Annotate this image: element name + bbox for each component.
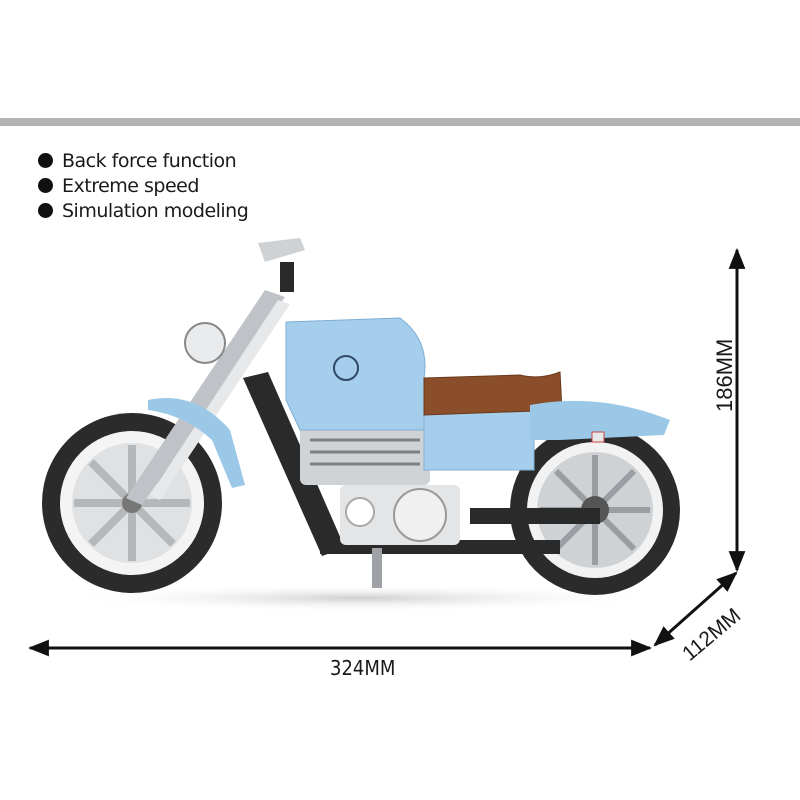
headlight-icon: [184, 322, 226, 364]
seat: [423, 371, 563, 416]
height-label: 186MM: [712, 338, 737, 412]
bullet-dot-icon: [38, 203, 53, 218]
feature-label: Back force function: [62, 149, 237, 172]
bullet-dot-icon: [38, 153, 53, 168]
feature-list: Back force function Extreme speed Simula…: [38, 148, 249, 223]
header-divider-bar: [0, 118, 800, 126]
side-panel: [423, 409, 535, 471]
length-label: 324MM: [330, 656, 396, 680]
rear-fender: [530, 400, 670, 440]
width-dimension-arrow: [653, 571, 738, 647]
feature-item: Extreme speed: [38, 173, 248, 198]
feature-label: Extreme speed: [62, 174, 199, 197]
ground-shadow: [60, 584, 660, 612]
feature-item: Back force function: [38, 148, 248, 173]
tank-emblem-icon: [333, 355, 359, 381]
front-fender: [148, 398, 245, 488]
feature-item: Simulation modeling: [38, 198, 249, 223]
bullet-dot-icon: [38, 178, 53, 193]
tail-light-icon: [591, 431, 605, 443]
front-fork: [126, 238, 305, 505]
feature-label: Simulation modeling: [62, 199, 249, 222]
handlebar: [258, 238, 305, 262]
